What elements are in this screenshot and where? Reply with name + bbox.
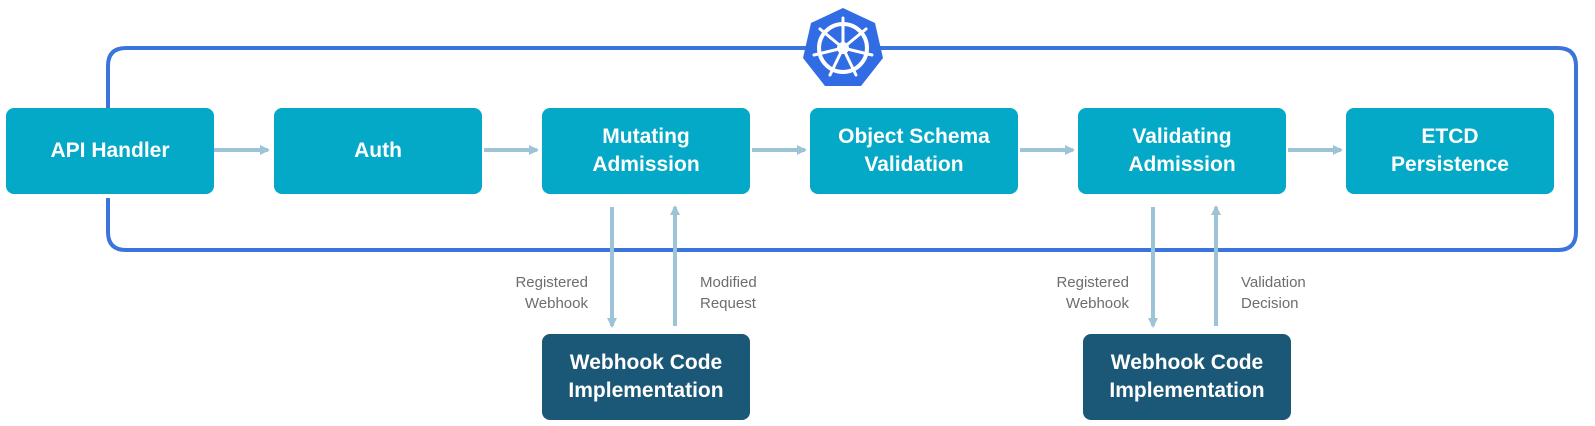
- stage-api-handler: API Handler: [6, 108, 214, 194]
- stage-validating-admission: Validating Admission: [1078, 108, 1286, 194]
- edge-label-registered-webhook-validating: Registered Webhook: [1056, 274, 1129, 312]
- pipeline-loop: [106, 46, 1578, 252]
- stage-mutating-admission: Mutating Admission: [542, 108, 750, 194]
- stage-auth: Auth: [274, 108, 482, 194]
- webhook-code-implementation-mutating: Webhook Code Implementation: [542, 334, 750, 420]
- webhook-code-implementation-validating: Webhook Code Implementation: [1083, 334, 1291, 420]
- edge-label-validation-decision: Validation Decision: [1241, 274, 1306, 312]
- stage-object-schema-validation: Object Schema Validation: [810, 108, 1018, 194]
- kubernetes-helm-icon: [803, 8, 883, 86]
- edge-label-registered-webhook-mutating: Registered Webhook: [515, 274, 588, 312]
- stage-etcd-persistence: ETCD Persistence: [1346, 108, 1554, 194]
- edge-label-modified-request: Modified Request: [700, 274, 757, 312]
